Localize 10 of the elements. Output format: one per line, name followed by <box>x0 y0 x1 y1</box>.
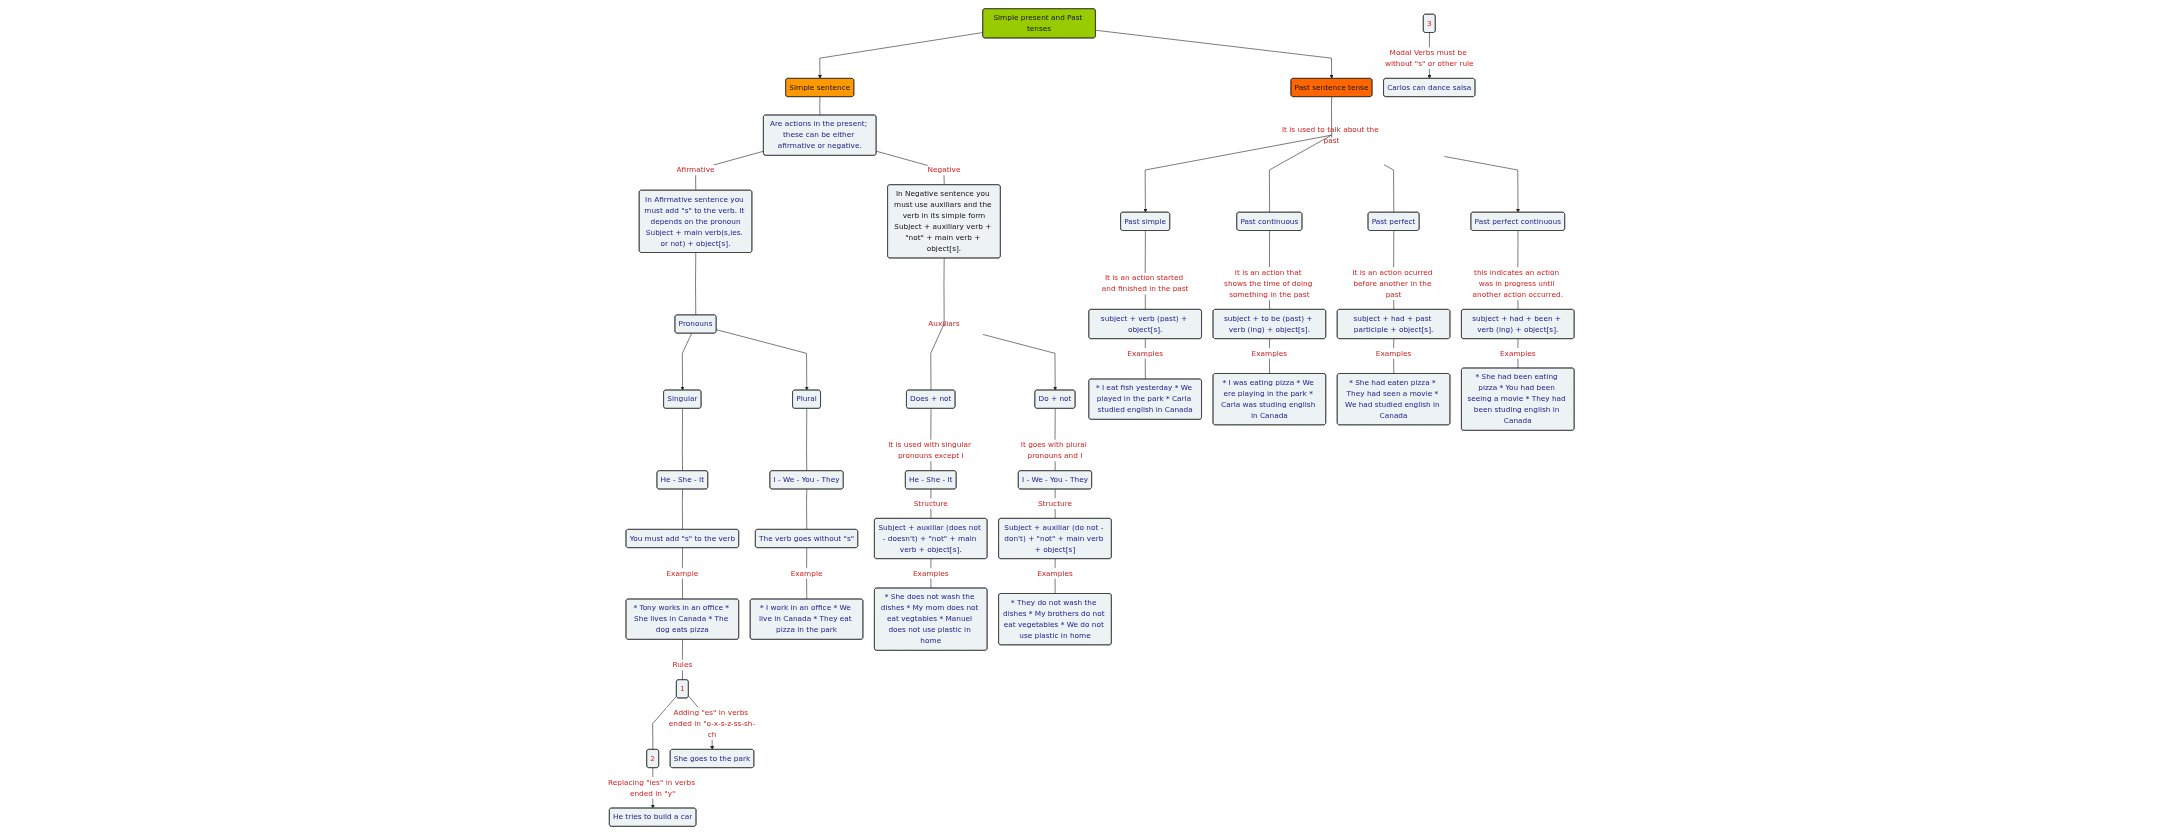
connector <box>806 488 808 530</box>
connector <box>1331 96 1332 138</box>
connector <box>806 408 808 472</box>
connector <box>682 408 683 472</box>
connector <box>1269 134 1332 213</box>
connector <box>819 96 821 116</box>
connector <box>1383 164 1395 213</box>
connector <box>695 252 697 316</box>
connector <box>682 488 683 530</box>
connector <box>943 257 945 327</box>
